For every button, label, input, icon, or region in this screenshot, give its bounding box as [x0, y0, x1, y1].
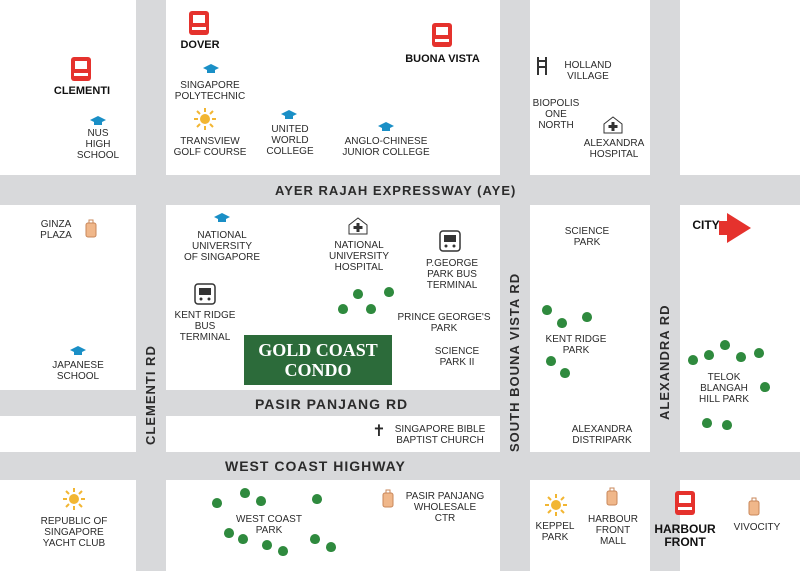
pasir-panjang-rd-label: PASIR PANJANG RD [255, 396, 409, 412]
road-pasir-panjang-rd [0, 390, 530, 416]
tree-icon [212, 498, 222, 508]
hospital-icon [603, 116, 623, 134]
tree-icon [760, 382, 770, 392]
tree-icon [720, 340, 730, 350]
tree-icon [557, 318, 567, 328]
tree-icon [224, 528, 234, 538]
aye-label: AYER RAJAH EXPRESSWAY (AYE) [275, 183, 517, 198]
shopping-icon [382, 489, 394, 508]
tree-icon [754, 348, 764, 358]
shopping-icon [748, 497, 760, 516]
church-cross-icon: ✝ [372, 423, 386, 440]
hospital-icon [348, 217, 368, 235]
tree-icon [366, 304, 376, 314]
mrt-icon-clementi [71, 57, 91, 81]
school-icon [70, 346, 86, 355]
tree-icon [256, 496, 266, 506]
bus-terminal-icon [439, 230, 461, 252]
shopping-icon [85, 219, 97, 238]
golf-course-icon [194, 108, 216, 130]
tree-icon [542, 305, 552, 315]
shopping-icon [606, 487, 618, 506]
tree-icon [560, 368, 570, 378]
city-arrow-head-icon [727, 213, 751, 243]
tree-icon [238, 534, 248, 544]
tree-icon [688, 355, 698, 365]
tree-icon [326, 542, 336, 552]
mrt-icon-dover [189, 11, 209, 35]
poi-vivocity: VIVOCITY [733, 522, 781, 533]
gold-coast-condo-line2: CONDO [284, 360, 352, 380]
school-icon [214, 213, 230, 222]
mrt-icon-buona-vista [432, 23, 452, 47]
clementi-rd-label: CLEMENTI RD [143, 345, 158, 445]
keppel-park-icon [545, 494, 567, 516]
road-alexandra-rd [650, 0, 680, 571]
tree-icon [240, 488, 250, 498]
tree-icon [704, 350, 714, 360]
tree-icon [278, 546, 288, 556]
school-icon [203, 64, 219, 73]
tree-icon [384, 287, 394, 297]
south-buona-vista-rd-label: SOUTH BOUNA VISTA RD [507, 272, 522, 452]
tree-icon [262, 540, 272, 550]
school-icon [378, 122, 394, 131]
yacht-club-icon [63, 488, 85, 510]
mrt-clementi-label: CLEMENTI [53, 85, 111, 97]
alexandra-rd-label: ALEXANDRA RD [657, 304, 672, 420]
tree-icon [702, 418, 712, 428]
school-icon [90, 116, 106, 125]
tree-icon [310, 534, 320, 544]
tree-icon [546, 356, 556, 366]
tree-icon [722, 420, 732, 430]
bus-terminal-icon [194, 283, 216, 305]
city-label: CITY [692, 218, 720, 232]
tree-icon [353, 289, 363, 299]
gold-coast-condo-line1: GOLD COAST [258, 340, 378, 360]
west-coast-highway-label: WEST COAST HIGHWAY [225, 458, 406, 474]
mrt-icon-harbourfront [675, 491, 695, 515]
road-aye [0, 175, 800, 205]
tree-icon [312, 494, 322, 504]
school-icon [281, 110, 297, 119]
holland-village-icon [537, 57, 547, 75]
mrt-dover-label: DOVER [180, 39, 220, 51]
tree-icon [582, 312, 592, 322]
mrt-buona-vista-label: BUONA VISTA [405, 53, 480, 65]
road-west-coast-highway [0, 452, 800, 480]
gold-coast-condo-marker: GOLD COAST CONDO [244, 335, 392, 385]
tree-icon [736, 352, 746, 362]
tree-icon [338, 304, 348, 314]
